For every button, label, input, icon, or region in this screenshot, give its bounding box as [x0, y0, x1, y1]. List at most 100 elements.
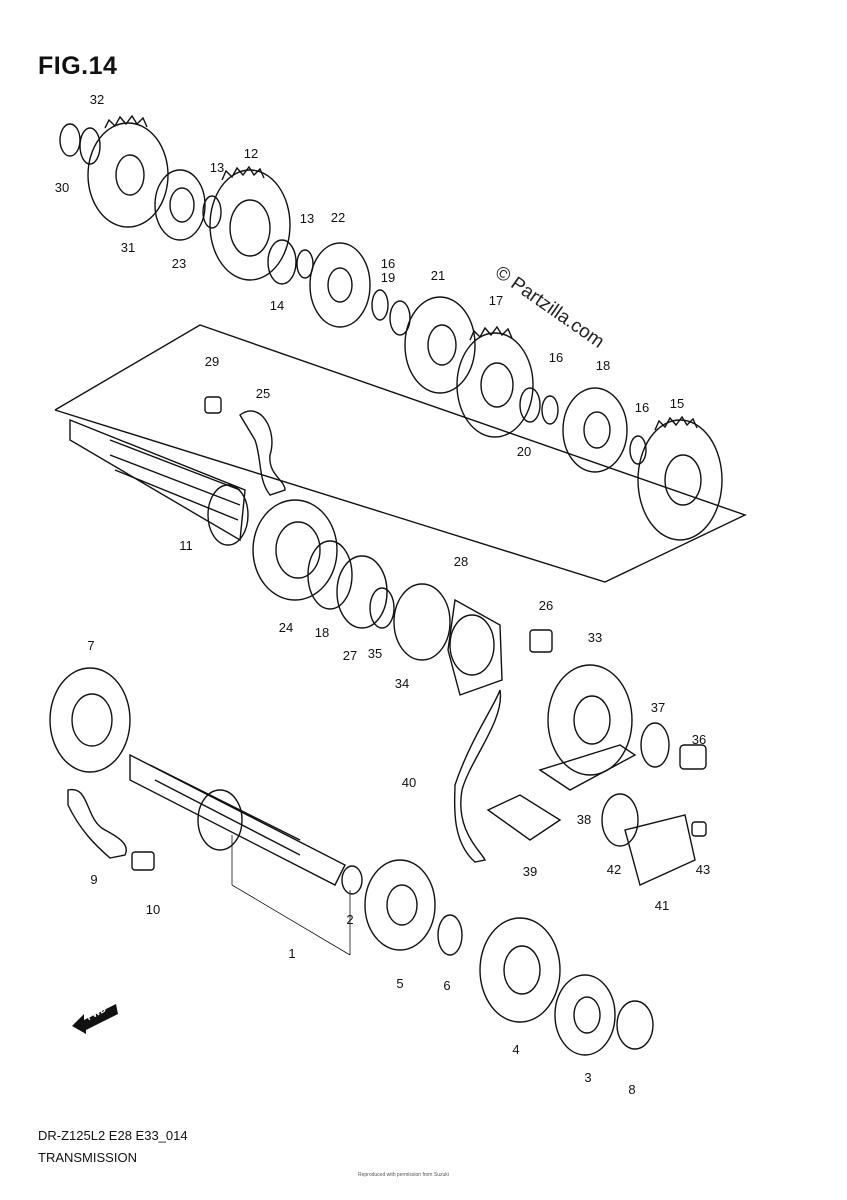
- chain-guide-40: [453, 689, 502, 863]
- callout-6-5: 6: [443, 978, 450, 993]
- callout-27-30: 27: [343, 648, 357, 663]
- drive-chain-38: [538, 744, 637, 791]
- bushing-14: [267, 239, 297, 285]
- callout-32-35: 32: [90, 92, 104, 107]
- bolt-29: [204, 396, 222, 414]
- countershaft-11: [69, 418, 249, 546]
- footer-model-code: DR-Z125L2 E28 E33_014: [38, 1128, 188, 1143]
- gear-4: [479, 917, 561, 1023]
- gear-15: [637, 415, 723, 541]
- footer-fine-print: Reproduced with permission from Suzuki: [358, 1172, 449, 1178]
- callout-17-19: 17: [489, 293, 503, 308]
- callout-10-9: 10: [146, 902, 160, 917]
- callout-28-31: 28: [454, 554, 468, 569]
- snap-ring-16b: [541, 395, 559, 425]
- callout-21-24: 21: [431, 268, 445, 283]
- gear-5: [364, 859, 436, 951]
- bushing-2: [341, 865, 363, 895]
- callout-9-8: 9: [90, 872, 97, 887]
- bearing-8: [616, 1000, 654, 1050]
- bolt-36: [679, 744, 707, 770]
- callout-33-36: 33: [588, 630, 602, 645]
- callout-16-17: 16: [549, 350, 563, 365]
- callout-29-32: 29: [205, 354, 219, 369]
- bolt-26: [529, 629, 553, 653]
- callout-11-10: 11: [179, 538, 193, 553]
- footer-section-name: TRANSMISSION: [38, 1150, 137, 1165]
- callout-15-15: 15: [670, 396, 684, 411]
- callout-4-3: 4: [512, 1042, 519, 1057]
- callout-19-22: 19: [381, 270, 395, 285]
- callout-37-40: 37: [651, 700, 665, 715]
- callout-14-14: 14: [270, 298, 284, 313]
- bearing-23: [154, 169, 206, 241]
- oil-seal-21: [307, 540, 353, 610]
- washer-37: [640, 722, 670, 768]
- chain-joint-39: [486, 794, 562, 841]
- stopper-plate-25: [239, 410, 286, 496]
- washer-13b: [296, 249, 314, 279]
- callout-36-39: 36: [692, 732, 706, 747]
- gear-17: [456, 325, 534, 438]
- washer-18b: [519, 387, 541, 423]
- callout-24-27: 24: [279, 620, 293, 635]
- washer-18a: [389, 300, 411, 336]
- washer-13a: [202, 195, 222, 229]
- gear-20: [309, 242, 371, 328]
- callout-22-25: 22: [331, 210, 345, 225]
- bearing-7: [49, 667, 131, 773]
- callout-43-46: 43: [696, 862, 710, 877]
- snap-ring-16a: [371, 289, 389, 321]
- callout-16-18: 16: [635, 400, 649, 415]
- fwd-arrow-icon: [72, 1004, 118, 1034]
- snap-ring-30: [59, 123, 81, 157]
- snap-ring-6: [437, 914, 463, 956]
- callout-31-34: 31: [121, 240, 135, 255]
- callout-1-0: 1: [288, 946, 295, 961]
- callout-12-11: 12: [244, 146, 258, 161]
- driveshaft-1: [129, 753, 346, 886]
- callout-5-4: 5: [396, 976, 403, 991]
- o-ring-35: [369, 587, 395, 629]
- callout-30-33: 30: [55, 180, 69, 195]
- o-ring-38: [601, 793, 639, 847]
- bolt-10: [131, 851, 155, 871]
- callout-34-37: 34: [395, 676, 409, 691]
- callout-2-1: 2: [346, 912, 353, 927]
- screw-43: [691, 821, 707, 837]
- callout-25-28: 25: [256, 386, 270, 401]
- callout-42-45: 42: [607, 862, 621, 877]
- callout-41-44: 41: [655, 898, 669, 913]
- bearing-24: [252, 499, 338, 601]
- callout-16-16: 16: [381, 256, 395, 271]
- spacer-34: [393, 583, 451, 661]
- callout-26-29: 26: [539, 598, 553, 613]
- washer-32: [79, 127, 101, 165]
- callout-3-2: 3: [584, 1070, 591, 1085]
- gear-12: [209, 165, 291, 281]
- callout-8-7: 8: [628, 1082, 635, 1097]
- callout-35-38: 35: [368, 646, 382, 661]
- callout-23-26: 23: [172, 256, 186, 271]
- gear-3: [554, 974, 616, 1056]
- sprocket-33: [547, 664, 633, 776]
- callout-7-6: 7: [87, 638, 94, 653]
- callout-18-21: 18: [596, 358, 610, 373]
- stopper-plate-9: [67, 789, 127, 859]
- gear-31: [87, 114, 169, 228]
- figure-title: FIG.14: [38, 52, 118, 80]
- countershaft-frame: [54, 324, 747, 583]
- callout-40-43: 40: [402, 775, 416, 790]
- callout-38-41: 38: [577, 812, 591, 827]
- callout-39-42: 39: [523, 864, 537, 879]
- plate-28: [447, 598, 503, 696]
- callout-13-13: 13: [300, 211, 314, 226]
- callout-20-23: 20: [517, 444, 531, 459]
- callout-13-12: 13: [210, 160, 224, 175]
- snap-ring-16c: [629, 435, 647, 465]
- gear-22: [562, 387, 628, 473]
- callout-18-20: 18: [315, 625, 329, 640]
- gear-19: [404, 296, 476, 394]
- cover-41: [624, 814, 696, 886]
